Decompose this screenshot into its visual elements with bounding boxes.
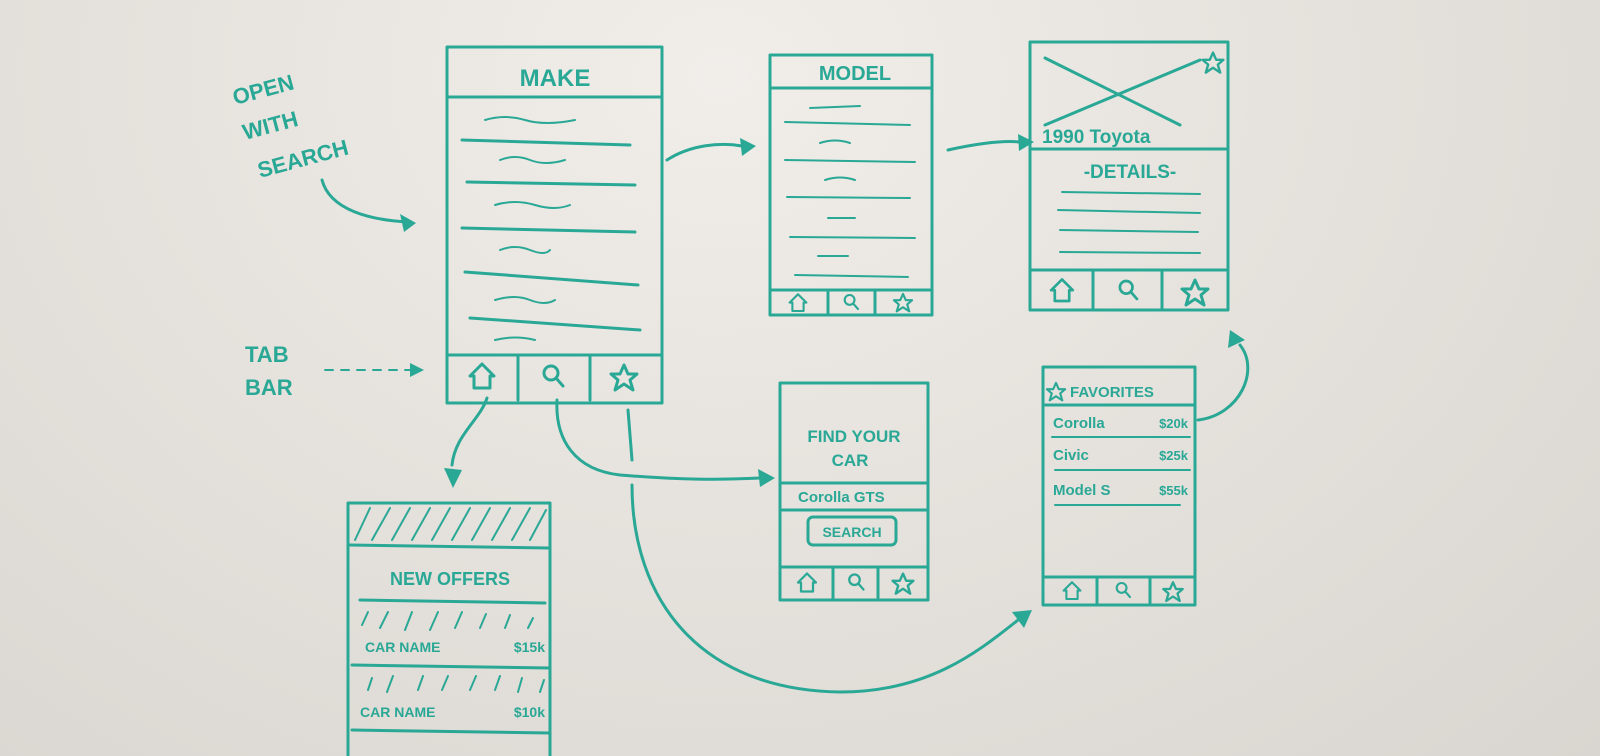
favorite-item[interactable]: Corolla $20k xyxy=(1051,415,1191,438)
new-offers-title: NEW OFFERS xyxy=(390,569,510,589)
model-screen: MODEL xyxy=(768,53,934,317)
annotation-line: TAB xyxy=(245,342,289,367)
favorite-price: $25k xyxy=(1159,448,1189,463)
favorites-title: FAVORITES xyxy=(1070,384,1154,401)
home-icon[interactable] xyxy=(1062,581,1082,601)
search-input[interactable]: Corolla GTS xyxy=(798,489,885,506)
arrow xyxy=(320,178,410,224)
annotation-line: WITH xyxy=(240,106,301,145)
make-list[interactable] xyxy=(460,116,642,341)
home-icon[interactable] xyxy=(796,572,818,593)
favorites-screen: FAVORITES Corolla $20k Civic $25k Model … xyxy=(1041,365,1197,607)
favorite-name: Civic xyxy=(1053,447,1089,464)
favorite-name: Corolla xyxy=(1053,415,1105,432)
make-screen: MAKE xyxy=(445,45,664,405)
car-title: 1990 Toyota xyxy=(1042,127,1151,148)
search-icon[interactable] xyxy=(1118,279,1139,301)
favorite-name: Model S xyxy=(1053,482,1111,499)
image-placeholder xyxy=(1043,56,1202,127)
annotation-open-with-search: OPEN WITH SEARCH xyxy=(230,70,416,232)
offer-price: $15k xyxy=(514,639,545,655)
new-offers-screen: NEW OFFERS CAR NAME $15k CAR NAME $10k xyxy=(346,501,552,756)
offer-name: CAR NAME xyxy=(360,704,435,720)
search-icon[interactable] xyxy=(843,293,860,311)
annotation-line: SEARCH xyxy=(255,135,351,183)
offer-image-hatch xyxy=(367,675,545,693)
flow-arrows xyxy=(444,134,1250,694)
search-icon[interactable] xyxy=(542,364,565,388)
favorite-star-icon[interactable] xyxy=(1201,51,1225,74)
home-icon[interactable] xyxy=(1049,278,1075,303)
star-icon[interactable] xyxy=(1180,278,1210,307)
favorite-price: $55k xyxy=(1159,483,1189,498)
annotation-line: OPEN xyxy=(230,70,297,110)
star-icon[interactable] xyxy=(891,572,915,595)
search-button[interactable] xyxy=(806,515,898,547)
arrowhead-icon xyxy=(400,214,416,232)
search-heading: FIND YOUR xyxy=(807,427,900,446)
details-screen: 1990 Toyota -DETAILS- xyxy=(1028,40,1230,312)
star-icon xyxy=(1045,381,1067,402)
offer-name: CAR NAME xyxy=(365,639,440,655)
favorite-item[interactable]: Civic $25k xyxy=(1053,447,1191,471)
star-icon[interactable] xyxy=(892,292,914,313)
annotation-line: BAR xyxy=(245,375,293,400)
details-lines xyxy=(1057,191,1201,254)
favorite-price: $20k xyxy=(1159,416,1189,431)
search-icon[interactable] xyxy=(1115,581,1132,599)
model-list[interactable] xyxy=(784,105,916,278)
star-icon[interactable] xyxy=(609,363,639,392)
search-screen: FIND YOUR CAR Corolla GTS SEARCH xyxy=(778,381,930,602)
offer-item[interactable]: CAR NAME $10k xyxy=(350,675,552,735)
offer-price: $10k xyxy=(514,704,545,720)
home-icon[interactable] xyxy=(468,362,496,390)
home-icon[interactable] xyxy=(788,293,808,313)
hero-banner-hatch xyxy=(354,507,547,541)
annotation-tab-bar: TAB BAR xyxy=(245,342,424,400)
offer-item[interactable]: CAR NAME $15k xyxy=(350,611,552,670)
search-button-label: SEARCH xyxy=(822,524,881,540)
search-icon[interactable] xyxy=(848,573,865,591)
search-heading: CAR xyxy=(832,451,869,470)
star-icon[interactable] xyxy=(1162,581,1184,603)
screen-title: MAKE xyxy=(520,65,591,92)
favorite-item[interactable]: Model S $55k xyxy=(1053,482,1189,506)
offer-image-hatch xyxy=(361,611,534,631)
arrowhead-icon xyxy=(410,363,424,377)
details-heading: -DETAILS- xyxy=(1084,162,1177,183)
screen-title: MODEL xyxy=(819,63,891,85)
